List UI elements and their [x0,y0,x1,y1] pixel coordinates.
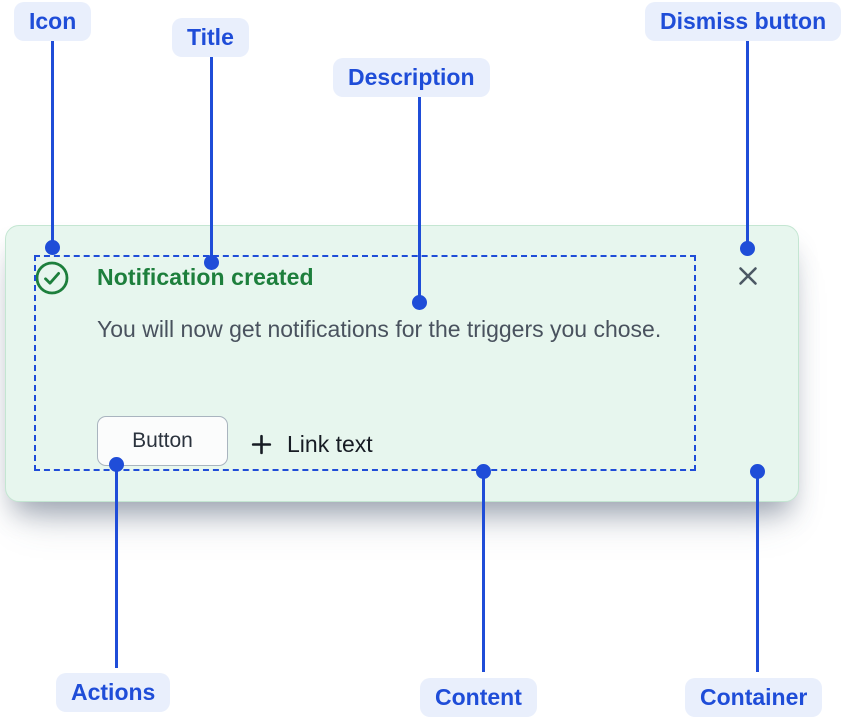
content-annotation-dot [475,463,491,479]
title-annotation-dot [203,254,219,270]
icon-annotation-dot [44,239,60,255]
container-annotation-label: Container [685,678,823,717]
description-annotation-line [417,97,421,302]
check-circle-icon [35,261,69,295]
content-annotation-line [481,471,485,672]
link-action[interactable]: Link text [249,429,373,459]
notification-description: You will now get notifications for the t… [97,316,662,342]
title-annotation-label: Title [172,18,249,57]
notification-title: Notification created [97,264,314,290]
container-annotation-dot [749,463,765,479]
container-annotation-line [755,471,759,672]
dismiss-button[interactable] [732,260,764,292]
notification-container: Notification created You will now get no… [5,225,799,502]
description-annotation-label: Description [333,58,490,97]
dismiss-annotation-line [745,41,749,248]
actions-annotation-line [114,464,118,668]
actions-annotation-label: Actions [56,673,171,712]
icon-annotation-line [50,41,54,247]
link-label: Link text [287,430,373,457]
dismiss-annotation-dot [739,240,755,256]
description-annotation-dot [411,294,427,310]
cross-icon [739,267,757,285]
actions-annotation-dot [108,456,124,472]
plus-icon [251,434,272,454]
dismiss-annotation-label: Dismiss button [645,2,842,41]
content-annotation-label: Content [420,678,537,717]
title-annotation-line [209,57,213,262]
icon-annotation-label: Icon [14,2,92,41]
